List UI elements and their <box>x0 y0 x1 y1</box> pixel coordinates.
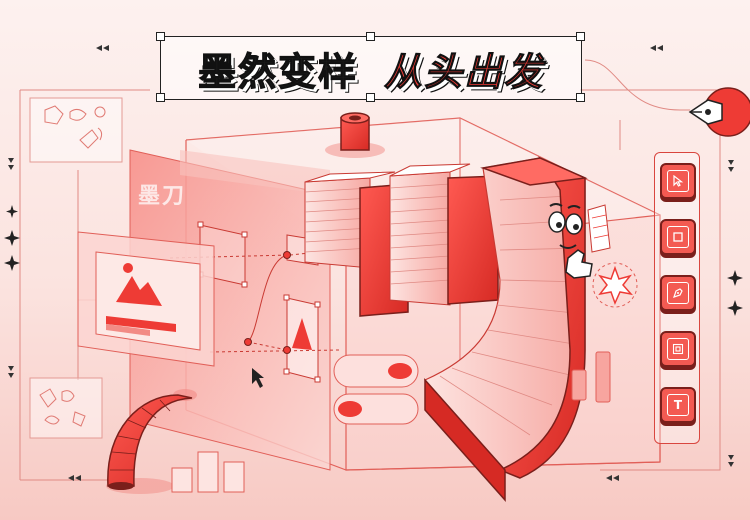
cursor-icon <box>667 170 689 192</box>
capsule-shapes <box>333 354 419 425</box>
arch-pipe <box>106 389 197 494</box>
pen-icon <box>667 282 689 304</box>
frame-icon <box>667 338 689 360</box>
tool-rectangle-button[interactable] <box>660 219 696 255</box>
tool-pen-button[interactable] <box>660 275 696 311</box>
ghost-cubes <box>171 451 245 493</box>
title-corner-handle <box>156 93 165 102</box>
title-corner-handle <box>576 93 585 102</box>
tool-palette: T <box>654 152 700 444</box>
tool-text-button[interactable]: T <box>660 387 696 423</box>
tool-frame-button[interactable] <box>660 331 696 367</box>
triangle-icon <box>292 318 312 350</box>
title-corner-handle <box>156 32 165 41</box>
title-corner-handle <box>366 32 375 41</box>
title-corner-handle <box>576 32 585 41</box>
title-part-1: 墨然变样 <box>197 49 358 94</box>
rib-block-2 <box>389 163 499 306</box>
anchor-points <box>244 251 291 354</box>
paper-note <box>587 204 611 253</box>
title-banner: 墨然变样 从头出发 <box>160 36 582 100</box>
sketch-card-top <box>29 97 123 163</box>
sketch-card-bottom <box>29 377 103 439</box>
brand-logo-text: 墨刀 <box>138 184 187 209</box>
floor-cylinders <box>571 351 611 403</box>
cursor-arrow <box>252 368 264 388</box>
text-t-icon: T <box>667 394 689 416</box>
starburst-icon <box>592 262 638 308</box>
sparkle-icons <box>4 205 743 316</box>
rib-block-1 <box>304 171 409 317</box>
thumbs-up-hand <box>565 249 593 279</box>
arrow-markers <box>8 45 734 481</box>
tube-top <box>325 112 385 158</box>
character-face <box>548 203 583 249</box>
tool-pointer-button[interactable] <box>660 163 696 199</box>
square-icon <box>667 226 689 248</box>
hook-character <box>424 156 611 502</box>
title-corner-handle <box>366 93 375 102</box>
pen-nib-icon <box>688 87 750 137</box>
title-part-2: 从头出发 <box>383 49 545 94</box>
mountain-image-icon <box>106 263 176 336</box>
